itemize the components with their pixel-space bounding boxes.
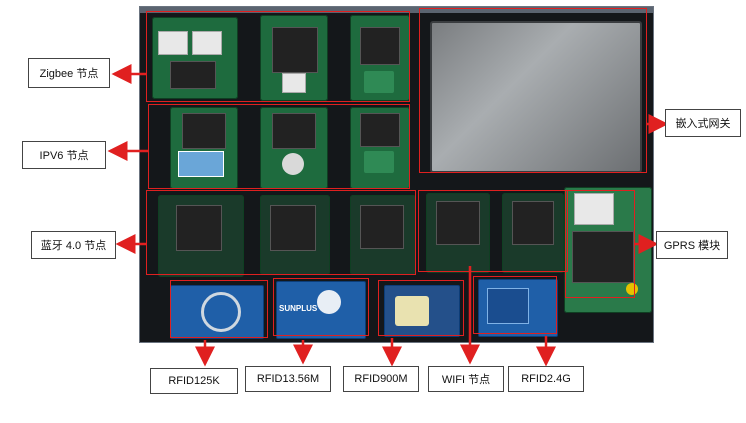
logo [317, 290, 341, 314]
usb-port [158, 31, 188, 55]
rfid1356m-highlight [273, 278, 369, 336]
ipv6-label-text: IPV6 节点 [39, 150, 89, 162]
hardware-photo: SUNPLUS [139, 6, 654, 343]
gateway-highlight [419, 8, 647, 173]
gateway-label: 嵌入式网关 [665, 109, 741, 137]
rfid900m-label: RFID900M [343, 366, 419, 392]
wifi-board-2 [502, 193, 564, 273]
module-chip [272, 113, 316, 149]
module-chip [272, 27, 318, 73]
ipv6-label: IPV6 节点 [22, 141, 106, 169]
zigbee-label-text: Zigbee 节点 [39, 68, 99, 80]
gateway-screen [430, 21, 642, 173]
module-chip [436, 201, 480, 245]
antenna [626, 283, 638, 295]
rfid900m-label-text: RFID900M [354, 373, 408, 385]
zigbee-highlight [146, 11, 410, 102]
gprs-area [564, 187, 652, 313]
bluetooth-highlight [146, 190, 416, 275]
wifi-highlight [418, 190, 568, 272]
rfid900m-board [384, 285, 460, 337]
coil [201, 292, 241, 332]
module-chip [270, 205, 316, 251]
wifi-label-text: WIFI 节点 [441, 374, 491, 386]
sensor [282, 73, 306, 93]
gprs-label-text: GPRS 模块 [663, 240, 721, 252]
zigbee-board-3 [350, 15, 410, 101]
ipv6-highlight [148, 104, 410, 189]
rfid125k-label-text: RFID125K [168, 375, 220, 387]
module-chip [360, 27, 400, 65]
module-chip [176, 205, 222, 251]
module-chip [360, 113, 400, 147]
wifi-board-1 [426, 193, 490, 273]
bluetooth-label: 蓝牙 4.0 节点 [31, 231, 116, 259]
rfid125k-highlight [170, 280, 268, 338]
ipv6-board-2 [260, 107, 328, 189]
sim-holder [574, 193, 614, 225]
zigbee-board-1 [152, 17, 238, 99]
gateway-label-text: 嵌入式网关 [675, 118, 731, 130]
display-module [178, 151, 224, 177]
gprs-highlight [565, 190, 635, 298]
sensor-module [364, 151, 394, 173]
rfid1356m-label-text: RFID13.56M [256, 373, 320, 385]
module-chip [512, 201, 554, 245]
sunplus-text: SUNPLUS [279, 304, 318, 313]
gprs-chip [572, 231, 634, 283]
zigbee-board-2 [260, 15, 328, 101]
rfid900m-highlight [378, 280, 464, 336]
sensor [282, 153, 304, 175]
wifi-label: WIFI 节点 [428, 366, 504, 392]
module-chip [360, 205, 404, 249]
ipv6-board-3 [350, 107, 410, 189]
bluetooth-board-1 [158, 195, 244, 277]
rfid24g-highlight [473, 276, 557, 334]
top-edge [140, 7, 653, 13]
antenna-patch [395, 296, 429, 326]
rfid24g-label-text: RFID2.4G [521, 373, 571, 385]
bluetooth-label-text: 蓝牙 4.0 节点 [40, 240, 107, 252]
gprs-label: GPRS 模块 [656, 231, 728, 259]
zigbee-label: Zigbee 节点 [28, 58, 110, 88]
sensor-module [364, 71, 394, 93]
bluetooth-board-3 [350, 195, 416, 275]
rfid1356m-label: RFID13.56M [245, 366, 331, 392]
rfid24g-label: RFID2.4G [508, 366, 584, 392]
ipv6-board-1 [170, 107, 238, 189]
rfid125k-label: RFID125K [150, 368, 238, 394]
rfid125k-board [170, 285, 264, 339]
bluetooth-board-2 [260, 195, 330, 275]
module-chip [487, 288, 529, 324]
module-chip [170, 61, 216, 89]
module-chip [182, 113, 226, 149]
usb-port [192, 31, 222, 55]
rfid1356m-board: SUNPLUS [276, 281, 366, 339]
rfid24g-board [478, 279, 558, 337]
